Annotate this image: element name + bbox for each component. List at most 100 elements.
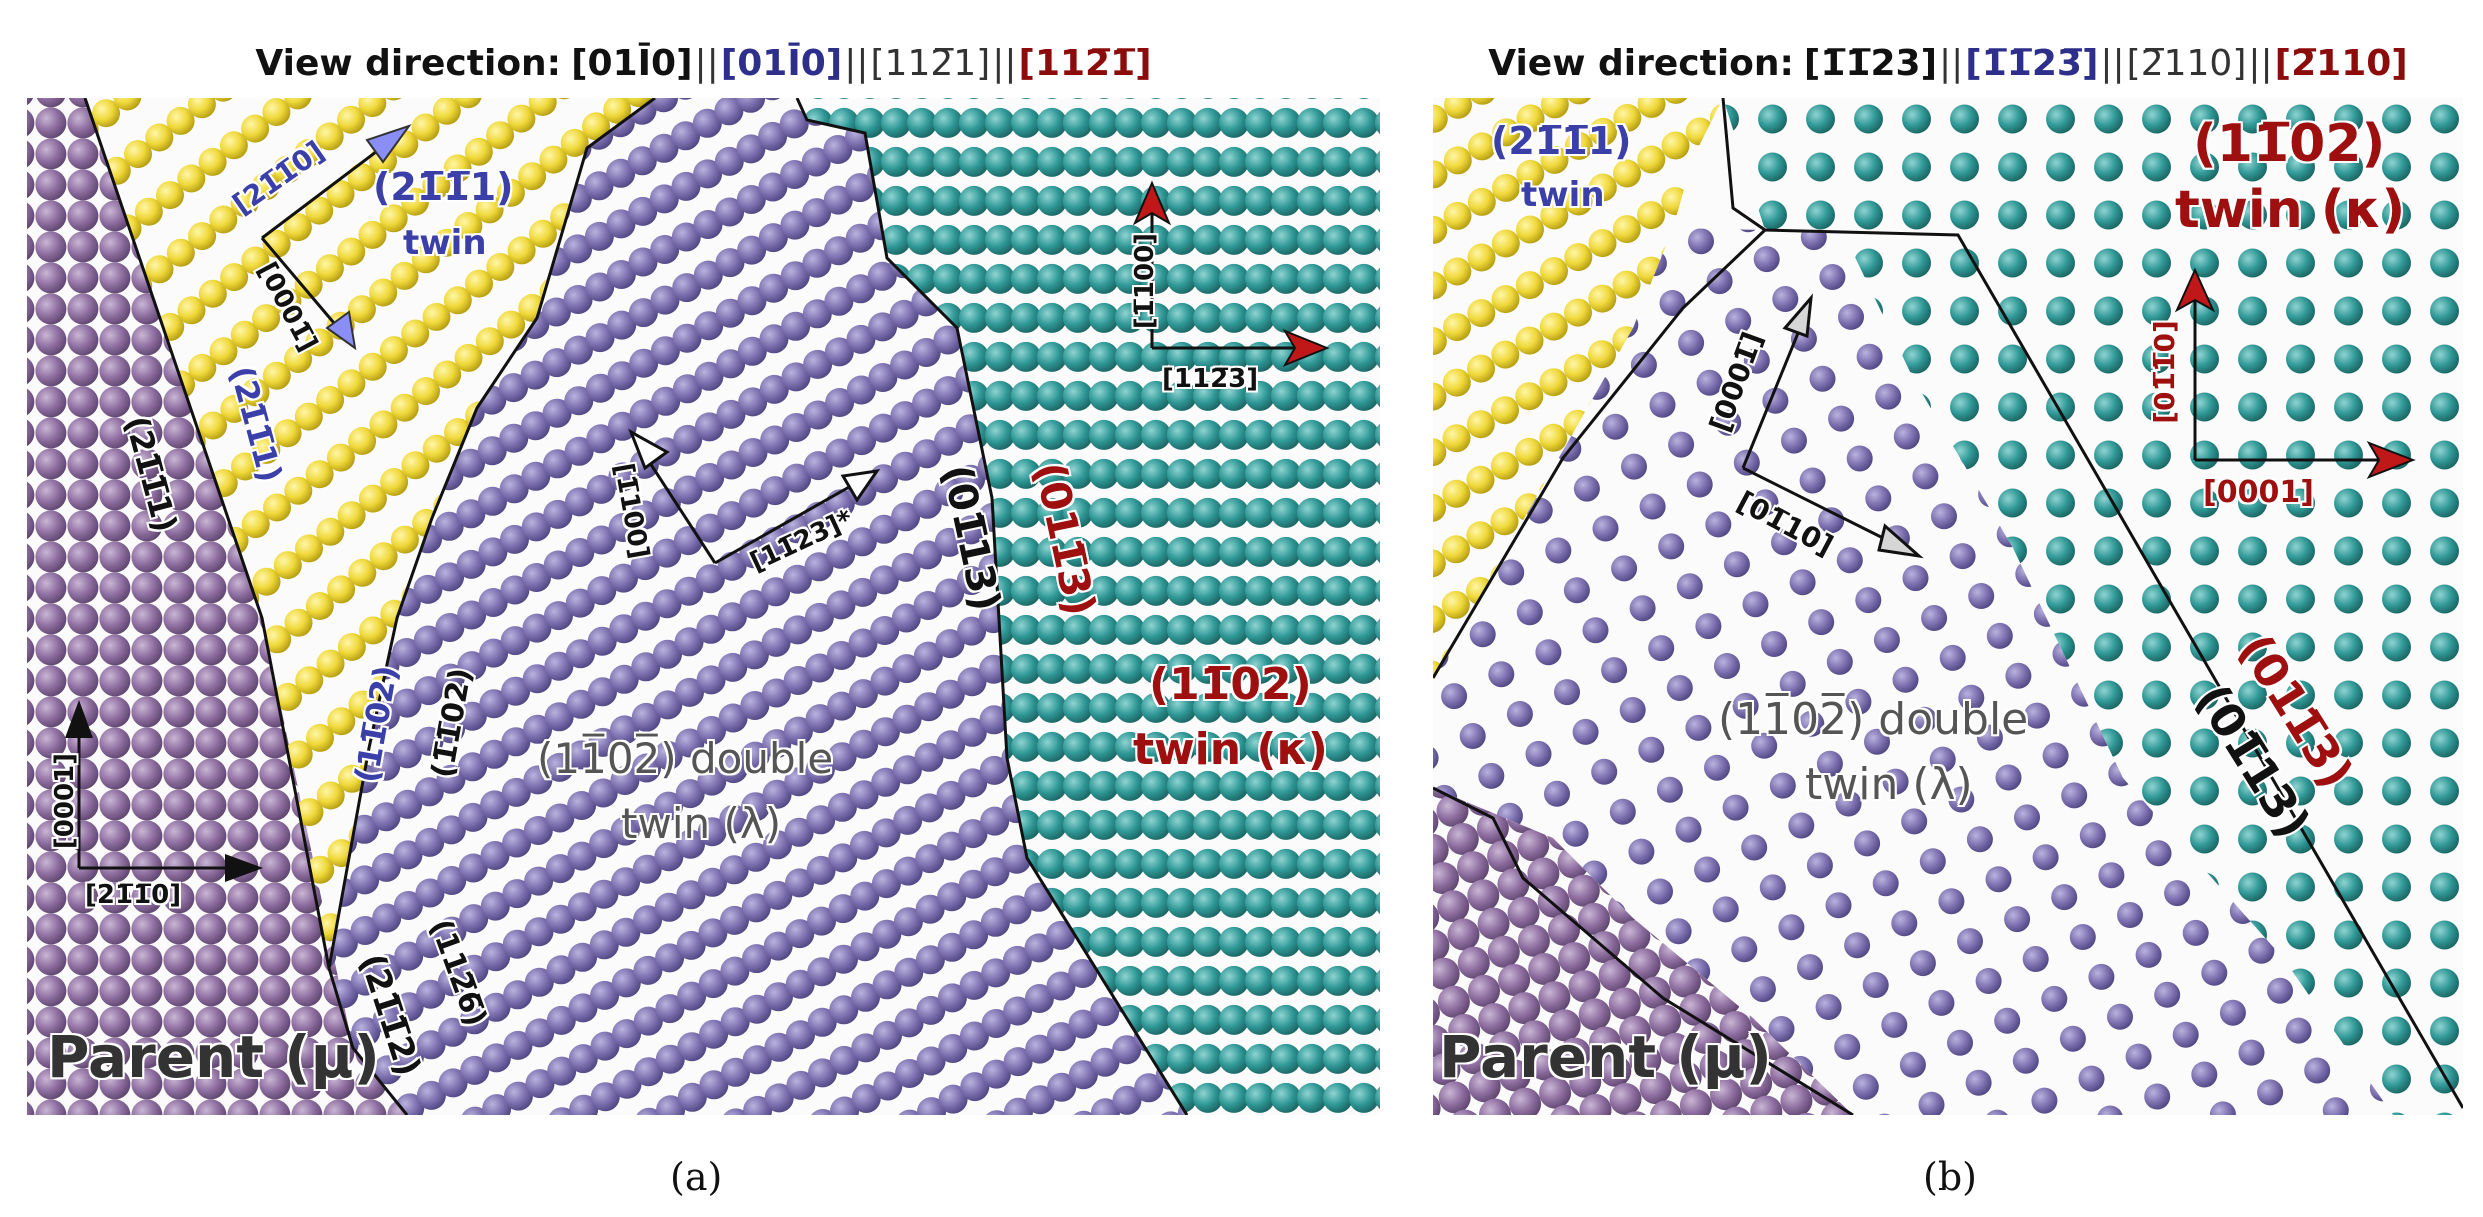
atom: [880, 224, 911, 255]
atom: [497, 310, 526, 339]
atom: [361, 381, 391, 411]
atom: [413, 625, 443, 655]
atom: [1219, 98, 1250, 107]
atom: [676, 880, 706, 910]
atom: [1270, 224, 1301, 255]
atom: [131, 510, 163, 542]
atom: [906, 146, 937, 177]
atom: [422, 171, 451, 200]
atom: [1374, 98, 1380, 99]
atom: [672, 273, 702, 303]
atom: [348, 690, 377, 719]
atom: [1322, 224, 1353, 255]
atom: [628, 247, 658, 277]
atom: [1166, 692, 1197, 723]
atom: [802, 198, 832, 228]
atom: [1062, 185, 1093, 216]
atom: [694, 412, 724, 442]
atom: [1062, 458, 1093, 489]
atom: [869, 565, 899, 595]
atom: [715, 298, 745, 328]
atom: [1270, 653, 1301, 684]
atom: [392, 688, 422, 718]
atom: [323, 1068, 355, 1100]
atom: [914, 692, 944, 722]
atom: [541, 297, 571, 327]
atom: [35, 1099, 67, 1115]
atom: [1192, 536, 1223, 567]
atom: [785, 868, 814, 898]
atom: [871, 767, 901, 797]
atom: [1166, 653, 1197, 684]
atom: [443, 286, 472, 315]
atom: [438, 1017, 468, 1047]
atom: [27, 572, 35, 604]
atom: [371, 852, 401, 882]
atom: [27, 727, 35, 759]
atom: [67, 386, 99, 418]
atom: [542, 398, 572, 428]
atom: [1270, 419, 1301, 450]
atom: [612, 1069, 642, 1099]
atom: [252, 567, 281, 596]
atom: [435, 663, 465, 693]
atom: [273, 155, 302, 184]
atom: [867, 261, 897, 291]
atom: [67, 262, 99, 294]
atom: [131, 324, 163, 356]
atom: [1140, 731, 1171, 762]
atom: [760, 425, 790, 455]
atom: [259, 820, 291, 852]
atom: [27, 448, 35, 480]
atom: [851, 1033, 881, 1063]
atom: [415, 878, 445, 908]
atom: [1036, 497, 1067, 528]
atom: [501, 727, 531, 757]
atom: [914, 793, 944, 823]
atom: [1322, 614, 1353, 645]
atom: [568, 1044, 598, 1074]
atom: [627, 146, 657, 176]
atom: [1036, 692, 1067, 723]
atom: [443, 154, 472, 183]
atom: [1270, 614, 1301, 645]
atom: [763, 880, 793, 910]
atom: [99, 262, 131, 294]
atom: [739, 589, 769, 619]
atom: [177, 164, 206, 193]
atom: [1296, 263, 1327, 294]
atom: [631, 601, 660, 631]
atom: [1244, 692, 1275, 723]
atom: [867, 98, 898, 107]
atom: [99, 293, 131, 325]
atom: [960, 1072, 990, 1102]
atom: [1296, 185, 1327, 216]
atom: [195, 913, 227, 945]
atom: [1270, 692, 1301, 723]
atom: [422, 302, 451, 331]
atom: [979, 755, 1009, 785]
atom: [414, 777, 444, 807]
atom: [1088, 770, 1119, 801]
atom: [698, 918, 728, 948]
atom: [984, 224, 1015, 255]
atom: [827, 691, 857, 721]
atom: [697, 817, 727, 847]
atom: [1047, 1072, 1077, 1102]
atom: [1218, 770, 1249, 801]
atom: [259, 758, 291, 790]
atom: [984, 419, 1015, 450]
atom: [650, 285, 680, 315]
atom: [1166, 263, 1197, 294]
atom: [1062, 809, 1093, 840]
atom: [693, 210, 723, 239]
atom: [1296, 731, 1327, 762]
atom: [295, 666, 324, 695]
atom: [227, 944, 259, 976]
atom: [259, 913, 291, 945]
atom: [67, 448, 99, 480]
atom: [358, 220, 387, 249]
atom: [337, 633, 366, 661]
atom: [1155, 98, 1186, 107]
atom: [67, 634, 99, 666]
